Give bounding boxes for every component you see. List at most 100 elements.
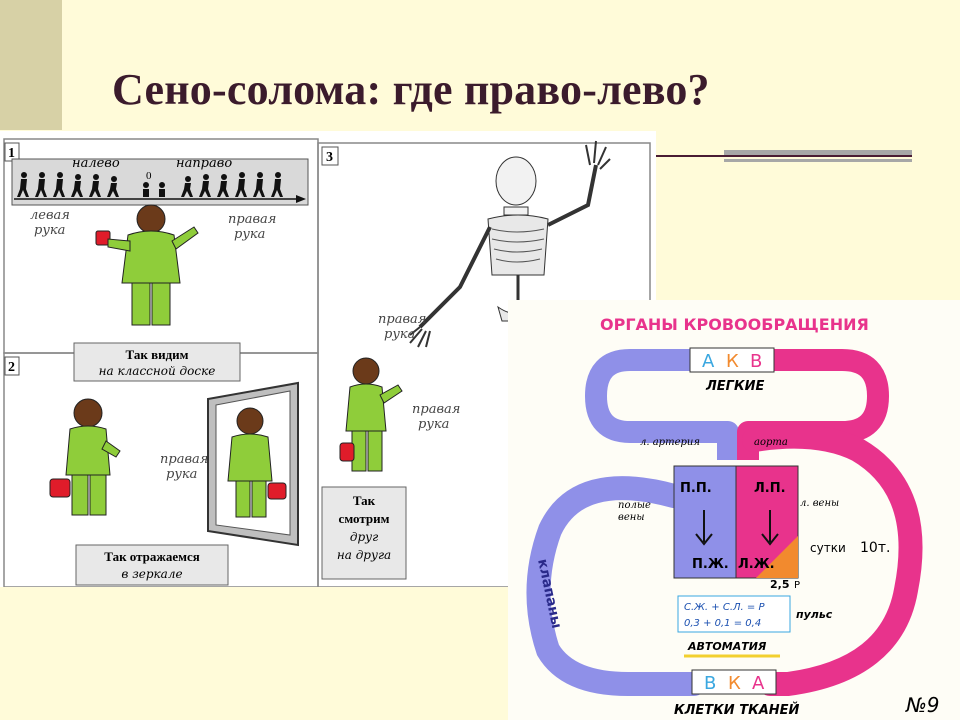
- ribs: [491, 228, 545, 263]
- boy-torso: [121, 230, 181, 284]
- chamber-right-atrium: П.П.: [680, 481, 712, 496]
- p1-caption-box: [73, 342, 241, 382]
- skeleton-raised-arm: [547, 164, 598, 227]
- skeleton-neck: [503, 206, 529, 216]
- skeleton-lowered-hand: [409, 326, 431, 348]
- p1-right-hand-label-1: правая: [228, 212, 276, 227]
- walker-figure: [143, 182, 149, 197]
- title-decoration-bar: [724, 150, 912, 155]
- boy-facing-mirror: [49, 398, 121, 516]
- skull: [495, 156, 537, 206]
- skeleton: [409, 140, 611, 348]
- walker-figure: [199, 174, 211, 197]
- circulation-diagram: ОРГАНЫ КРОВООБРАЩЕНИЯ А К В ЛЕГКИЕ л. ар…: [508, 300, 960, 720]
- boy-legs: [351, 430, 383, 472]
- boy-left-arm: [107, 238, 131, 252]
- p2-right-hand-label-2: рука: [166, 467, 197, 482]
- day-label: сутки: [810, 541, 846, 555]
- p1-left-hand-label-1: левая: [30, 208, 70, 223]
- reflection-head: [236, 407, 264, 435]
- lungs-label: ЛЕГКИЕ: [705, 379, 764, 394]
- boy-legs: [131, 282, 171, 326]
- tissue-label: КЛЕТКИ ТКАНЕЙ: [674, 702, 800, 718]
- figure-number: №9: [905, 693, 940, 717]
- panel-2-number-box: [4, 356, 20, 376]
- circulation-title: ОРГАНЫ КРОВООБРАЩЕНИЯ: [600, 315, 869, 334]
- left-right-illustration-svg: 1 2 3 налево направо 0 левая рука п: [3, 138, 651, 587]
- boy-torso: [345, 383, 387, 432]
- walker-figure: [107, 176, 119, 197]
- circulation-diagram-svg: ОРГАНЫ КРОВООБРАЩЕНИЯ А К В ЛЕГКИЕ л. ар…: [526, 315, 940, 718]
- walker-figure: [181, 176, 193, 197]
- walker-figure: [53, 172, 65, 197]
- tissue-box: [691, 669, 777, 695]
- strip-left-label: налево: [72, 156, 120, 171]
- p3-skeleton-right-hand-label-2: рука: [384, 327, 415, 342]
- boy-head: [136, 204, 166, 234]
- lungs-letter-v: В: [750, 351, 762, 372]
- p1-right-hand-label-2: рука: [234, 227, 265, 242]
- red-bag: [49, 478, 71, 498]
- artery-label: л. артерия: [640, 437, 700, 448]
- p3-caption-box: [321, 486, 407, 580]
- strip-zero-label: 0: [146, 170, 152, 182]
- chamber-left-atrium: Л.П.: [754, 481, 786, 496]
- p3-caption-line-2: смотрим: [339, 511, 390, 526]
- p3-skeleton-right-hand-label-1: правая: [378, 312, 426, 327]
- walker-figure: [35, 172, 47, 197]
- tissue-letter-a: А: [752, 673, 765, 694]
- p2-caption-line-1: Так отражаемся: [104, 549, 200, 564]
- mirror: [207, 381, 299, 547]
- heart: П.П. Л.П. П.Ж. Л.Ж. 2,5 Р: [673, 465, 800, 591]
- day-value: 10т.: [860, 540, 890, 556]
- pulmonary-artery-loop: [585, 349, 739, 460]
- lungs-letter-a: А: [702, 351, 715, 372]
- reflection-torso: [227, 433, 273, 482]
- formula-line-1: С.Ж. + С.Л. = Р: [684, 602, 765, 613]
- walker-figure: [217, 174, 229, 197]
- systemic-artery-loop: [742, 424, 923, 696]
- tissue-letter-v: В: [704, 673, 716, 694]
- p1-left-hand-label-2: рука: [34, 223, 65, 238]
- boy-head: [73, 398, 103, 428]
- boy-legs: [71, 474, 107, 516]
- walker-figure: [159, 182, 165, 197]
- pulse-label: пульс: [796, 608, 833, 621]
- right-flow-arrow: [695, 510, 713, 546]
- walker-figure: [235, 172, 247, 197]
- lungs-letter-k: К: [726, 351, 739, 372]
- walker-figure: [253, 172, 265, 197]
- slide-title: Сено-солома: где право-лево?: [112, 65, 710, 114]
- p3-boy-right-hand-label-2: рука: [418, 417, 449, 432]
- aorta-label: аорта: [754, 437, 788, 448]
- reflection-legs: [235, 480, 267, 518]
- strip-right-label: направо: [176, 156, 232, 171]
- walker-figure: [89, 174, 101, 197]
- tissue-letter-k: К: [728, 673, 741, 694]
- skeleton-lowered-arm: [418, 226, 492, 329]
- p3-caption-line-4: на друга: [337, 548, 391, 562]
- walker-figure: [71, 174, 83, 197]
- skeleton-raised-hand: [585, 140, 611, 170]
- rib-cage: [487, 214, 549, 276]
- slide-left-band: [0, 0, 62, 130]
- heart-highlight: [756, 536, 798, 578]
- red-bag: [95, 230, 111, 246]
- p2-caption-box: [75, 544, 229, 586]
- automation-label: АВТОМАТИЯ: [687, 640, 767, 653]
- boy-at-board: [95, 204, 199, 326]
- p1-caption-line-1: Так видим: [125, 347, 188, 362]
- p2-caption-line-2: в зеркале: [121, 567, 182, 581]
- formula-line-2: 0,3 + 0,1 = 0,4: [684, 618, 761, 629]
- l-veins-label: л. вены: [800, 498, 839, 509]
- boy-facing-skeleton: [339, 357, 403, 472]
- ratio-value: 2,5: [770, 578, 790, 591]
- boy-arm: [101, 440, 121, 458]
- p3-boy-right-hand-label-1: правая: [412, 402, 460, 417]
- p3-caption-line-1: Так: [353, 493, 376, 508]
- p2-right-hand-label-1: правая: [160, 452, 208, 467]
- boy-head: [352, 357, 380, 385]
- boy-torso: [65, 425, 111, 476]
- walker-figure: [271, 172, 283, 197]
- hollow-veins-label-2: вены: [618, 512, 644, 523]
